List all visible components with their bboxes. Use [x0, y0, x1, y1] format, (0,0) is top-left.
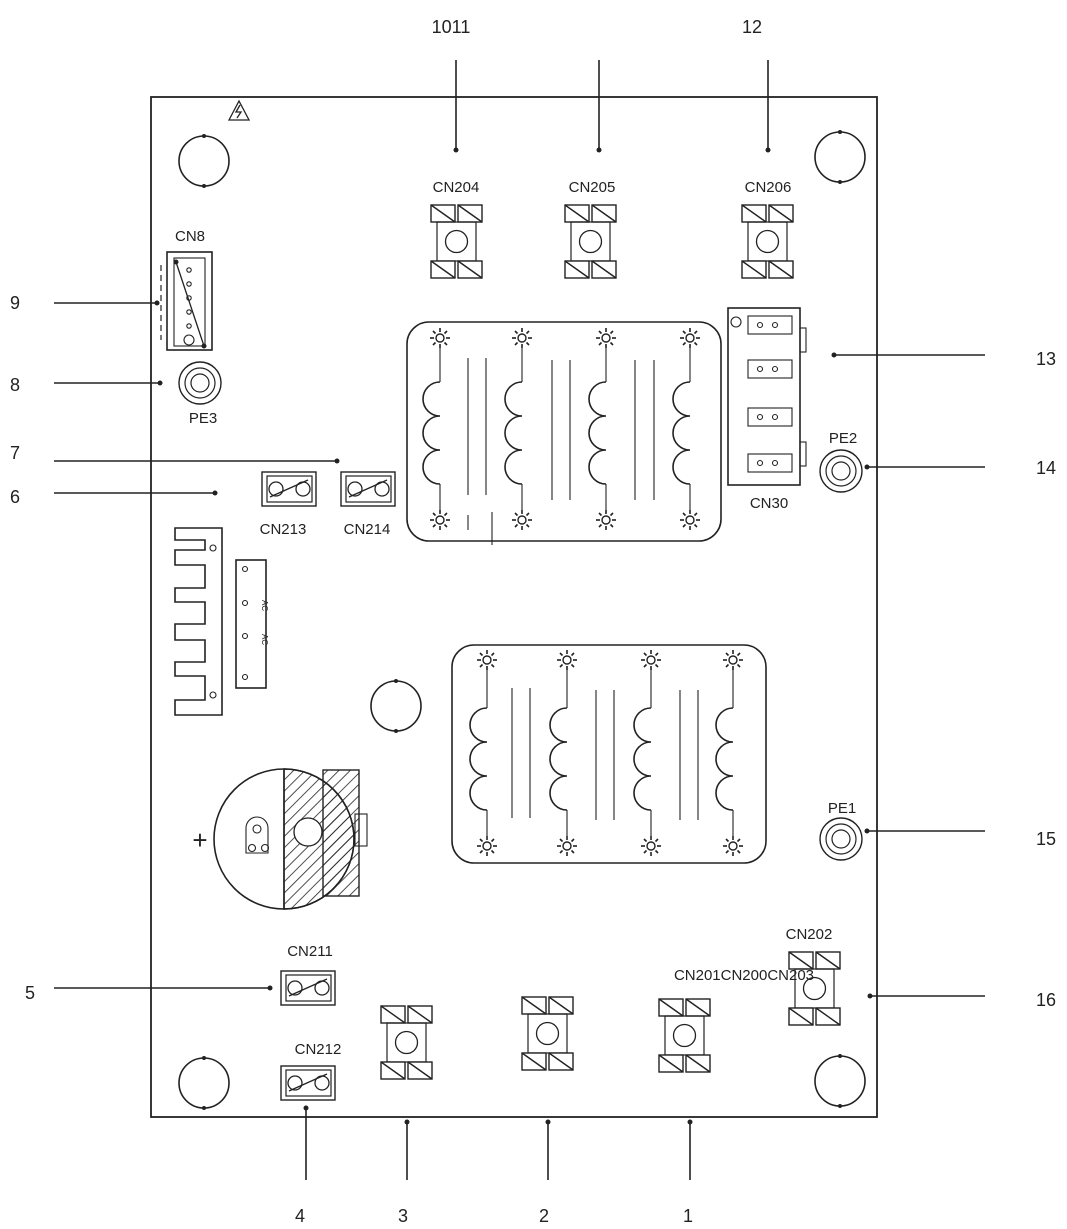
callout-15: 15 — [1036, 829, 1056, 849]
cn211-connector — [280, 970, 336, 1006]
cn213-connector — [261, 471, 317, 507]
label-cn212: CN212 — [295, 1041, 342, 1058]
callout-7: 7 — [10, 443, 20, 463]
label-pe2: PE2 — [829, 430, 857, 447]
callout-16: 16 — [1036, 990, 1056, 1010]
callout-13: 13 — [1036, 349, 1056, 369]
label-cn214: CN214 — [344, 521, 391, 538]
transformer-bottom — [451, 644, 767, 864]
label-pe1: PE1 — [828, 800, 856, 817]
relay-callout-2 — [522, 997, 573, 1070]
callout-8: 8 — [10, 375, 20, 395]
cn30-connector — [727, 307, 807, 486]
mounting-hole-top-right — [814, 130, 866, 184]
label-cn206: CN206 — [745, 179, 792, 196]
callout-4: 4 — [295, 1206, 305, 1226]
callout-1: 1 — [683, 1206, 693, 1226]
pe2-ground-terminal — [819, 449, 863, 493]
callout-5: 5 — [25, 983, 35, 1003]
label-cn30: CN30 — [750, 495, 788, 512]
cn212-connector — [280, 1065, 336, 1101]
callout-3: 3 — [398, 1206, 408, 1226]
relay-callout-3 — [381, 1006, 432, 1079]
label-pe3: PE3 — [189, 410, 217, 427]
pcb-board-outline — [150, 96, 878, 1118]
cn8-connector — [160, 251, 213, 351]
mounting-hole-bottom-left — [178, 1056, 230, 1110]
mounting-hole-center — [370, 679, 422, 733]
pe3-ground-terminal — [178, 361, 222, 405]
svg-text:AC: AC — [260, 634, 269, 645]
heatsink-terminal-block: AC AC — [174, 527, 269, 716]
callout-6: 6 — [10, 487, 20, 507]
callout-leaders — [54, 60, 985, 1180]
cn204-relay — [431, 205, 482, 278]
transformer-top — [406, 321, 722, 545]
relay-callout-1 — [659, 999, 710, 1072]
label-cn204: CN204 — [433, 179, 480, 196]
mounting-hole-top-left — [178, 134, 230, 188]
capacitor-plus-sign: + — [192, 825, 207, 855]
callout-1011: 1011 — [432, 17, 471, 37]
callout-2: 2 — [539, 1206, 549, 1226]
cn214-connector — [340, 471, 396, 507]
callout-12: 12 — [742, 17, 762, 37]
label-cn202: CN202 — [786, 926, 833, 943]
cn205-relay — [565, 205, 616, 278]
label-cn211: CN211 — [287, 943, 333, 960]
callout-9: 9 — [10, 293, 20, 313]
label-cn213: CN213 — [260, 521, 307, 538]
label-cn205: CN205 — [569, 179, 616, 196]
cn202-relay — [789, 952, 840, 1025]
cn206-relay — [742, 205, 793, 278]
mounting-hole-bottom-right — [814, 1054, 866, 1108]
label-cn8: CN8 — [175, 228, 205, 245]
callout-14: 14 — [1036, 458, 1056, 478]
label-cn201-cn200-cn203: CN201CN200CN203 — [674, 967, 814, 984]
electrolytic-capacitor — [213, 768, 368, 910]
svg-text:AC: AC — [260, 600, 269, 611]
pe1-ground-terminal — [819, 817, 863, 861]
high-voltage-warning-icon — [227, 99, 251, 121]
